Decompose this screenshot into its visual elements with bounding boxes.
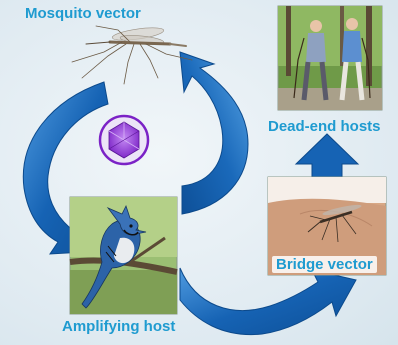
- arrow-bird-to-mosquito: [180, 52, 248, 214]
- arrow-bird-to-bridge-vector: [180, 268, 356, 335]
- blue-jay-photo: [70, 197, 177, 314]
- label-bridge-vector: Bridge vector: [272, 256, 377, 273]
- label-mosquito-vector: Mosquito vector: [25, 5, 141, 22]
- label-amplifying-host: Amplifying host: [62, 318, 175, 335]
- mosquito-illustration: [72, 25, 192, 84]
- walking-couple-photo: [278, 6, 382, 110]
- virus-icon: [100, 116, 148, 164]
- label-dead-end-hosts: Dead-end hosts: [268, 118, 381, 135]
